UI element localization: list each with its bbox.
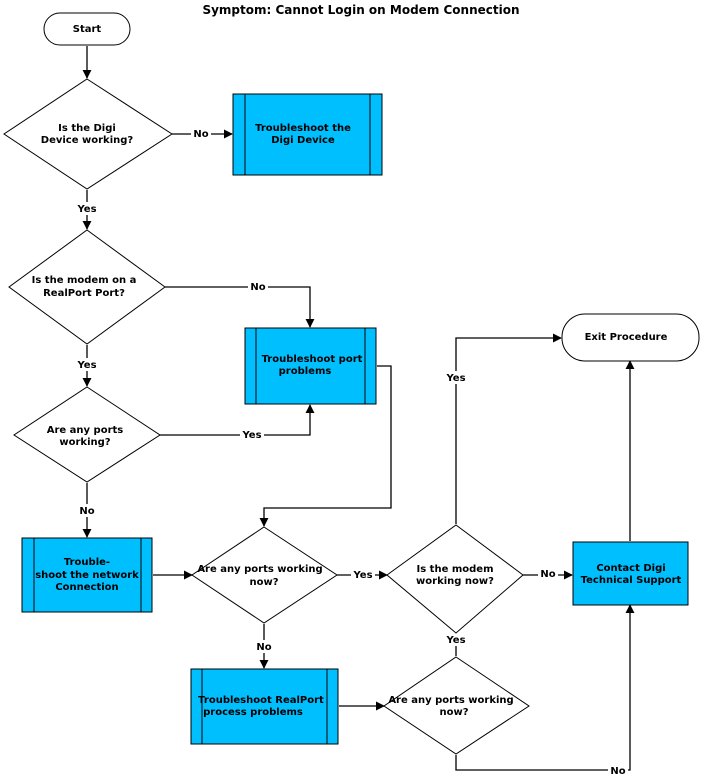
process-troubleshoot-port: Troubleshoot port problems	[244, 327, 377, 405]
decision-ports-working: Are any ports working?	[13, 386, 161, 483]
decision-ports-working-line-1: Are any ports	[47, 425, 124, 436]
edge-label-device-no: No	[193, 129, 208, 140]
edge-label-now1-no: No	[256, 642, 271, 653]
process-troubleshoot-realport-line-1: Troubleshoot RealPort	[198, 695, 324, 706]
edge-label-ports-yes: Yes	[241, 430, 261, 441]
process-troubleshoot-realport: Troubleshoot RealPort process problems	[190, 668, 339, 745]
edge-realport-no	[165, 286, 315, 328]
edge-label-ports-no: No	[79, 506, 94, 517]
decision-device-working-line-2: Device working?	[41, 135, 134, 146]
edge-port-problems-out	[259, 365, 392, 527]
decision-ports-working-now-1-line-2: now?	[249, 577, 278, 588]
decision-device-working: Is the Digi Device working?	[3, 78, 173, 190]
decision-modem-working-now: Is the modem working now?	[386, 524, 524, 634]
process-troubleshoot-network-line-2: shoot the network	[35, 570, 139, 581]
decision-modem-on-realport-line-1: Is the modem on a	[32, 275, 137, 286]
edge-label-now1-yes: Yes	[352, 570, 372, 581]
edge-label-now2-no: No	[610, 766, 625, 777]
edge-ports-yes	[160, 404, 315, 436]
edge-label-modem-yes: Yes	[445, 373, 465, 384]
process-contact-support: Contact Digi Technical Support	[572, 541, 689, 606]
process-troubleshoot-port-line-2: problems	[279, 366, 332, 377]
decision-device-working-line-1: Is the Digi	[58, 123, 116, 134]
decision-modem-working-now-line-1: Is the modem	[417, 564, 494, 575]
process-troubleshoot-realport-line-2: process problems	[203, 707, 303, 718]
edge-modem-yes	[455, 333, 562, 524]
process-troubleshoot-network-line-3: Connection	[55, 582, 118, 593]
exit-terminal: Exit Procedure	[561, 313, 700, 362]
process-troubleshoot-device-line-1: Troubleshoot the	[255, 123, 351, 134]
chart-title: Symptom: Cannot Login on Modem Connectio…	[202, 3, 519, 17]
edge-label-now2-yes: Yes	[445, 635, 465, 646]
decision-ports-working-line-2: working?	[59, 437, 110, 448]
edge-label-realport-no: No	[250, 282, 265, 293]
process-troubleshoot-device: Troubleshoot the Digi Device	[232, 93, 383, 176]
process-troubleshoot-network-line-1: Trouble-	[64, 557, 110, 568]
edge-now2-no	[455, 604, 635, 771]
edge-label-modem-no: No	[540, 569, 555, 580]
decision-ports-working-now-2-line-1: Are any ports working	[388, 695, 513, 706]
edge-label-realport-yes: Yes	[76, 360, 96, 371]
decision-modem-working-now-line-2: working now?	[416, 576, 494, 587]
start-terminal-label: Start	[73, 24, 102, 35]
process-contact-support-line-1: Contact Digi	[596, 563, 665, 574]
start-terminal: Start	[43, 12, 131, 46]
decision-ports-working-now-2-line-2: now?	[439, 707, 468, 718]
decision-ports-working-now-1: Are any ports working now?	[191, 526, 338, 624]
decision-ports-working-now-1-line-1: Are any ports working	[197, 564, 322, 575]
process-troubleshoot-network: Trouble- shoot the network Connection	[21, 537, 153, 613]
process-troubleshoot-device-line-2: Digi Device	[271, 135, 335, 146]
edge-labels: No Yes No Yes Yes No Yes No Yes No Yes N…	[75, 127, 628, 777]
exit-terminal-label: Exit Procedure	[585, 332, 668, 343]
process-troubleshoot-port-line-1: Troubleshoot port	[262, 354, 363, 365]
process-contact-support-line-2: Technical Support	[581, 575, 682, 586]
decision-modem-on-realport: Is the modem on a RealPort Port?	[8, 229, 166, 345]
edge-label-device-yes: Yes	[76, 204, 96, 215]
decision-modem-on-realport-line-2: RealPort Port?	[43, 288, 125, 299]
decision-ports-working-now-2: Are any ports working now?	[383, 656, 530, 755]
